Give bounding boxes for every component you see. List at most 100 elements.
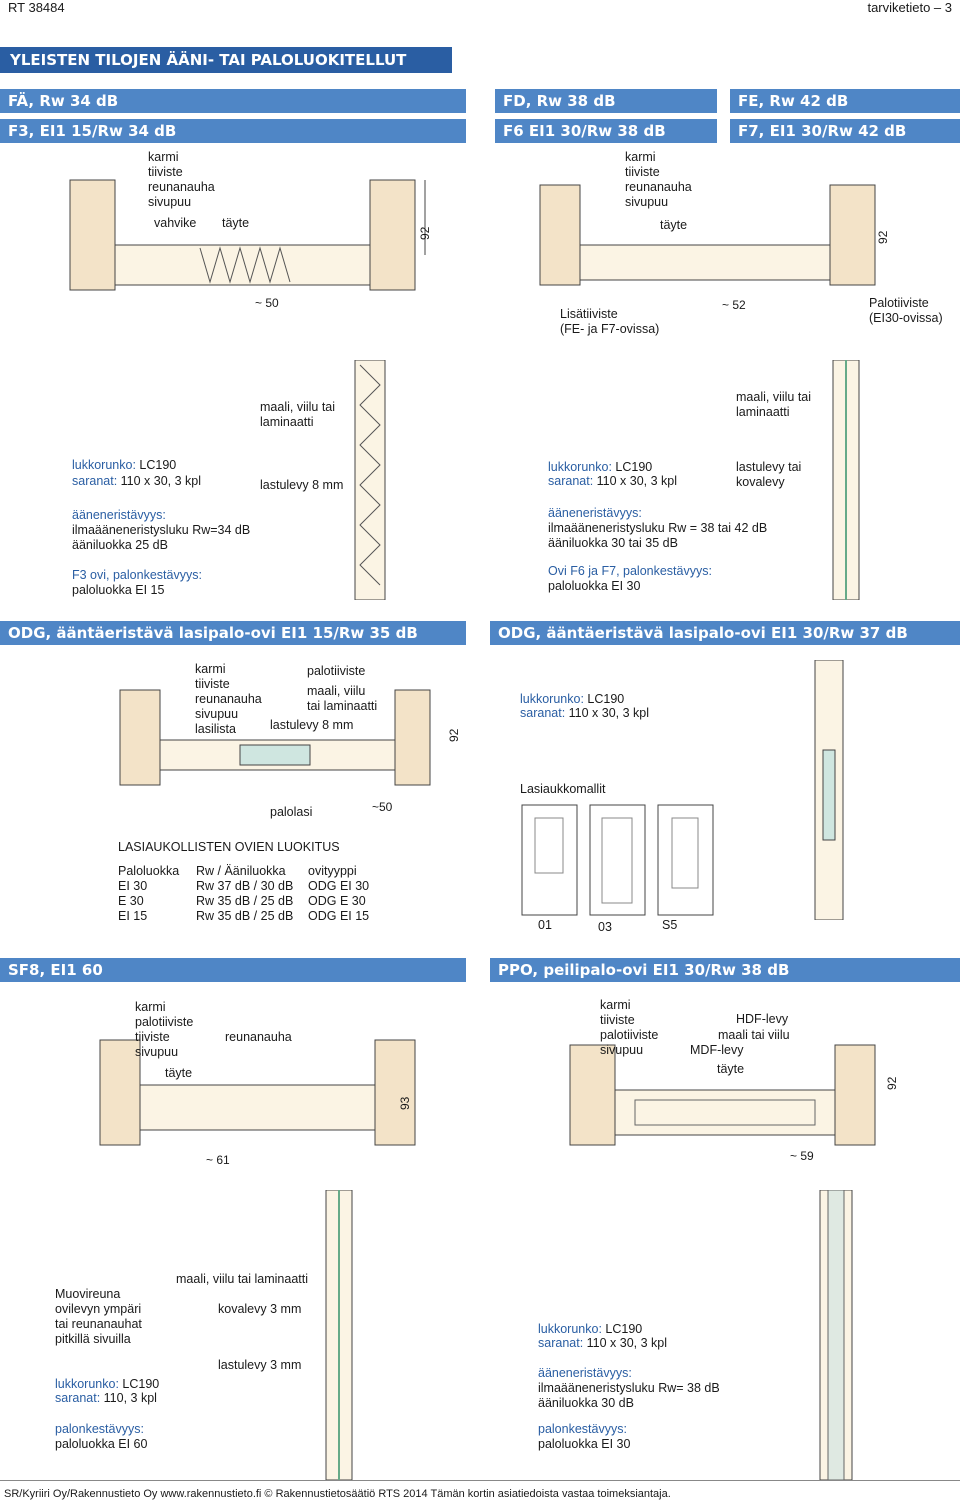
- fa-finish: maali, viilu tai laminaatti: [260, 400, 336, 429]
- doc-category: tarviketieto – 3: [867, 0, 952, 15]
- fe-sound-label: ääneneristävyys:: [548, 506, 642, 520]
- section-fa-title2: F3, EI1 15/Rw 34 dB: [0, 119, 466, 143]
- ppo-dim-59: ~ 59: [790, 1149, 814, 1163]
- fa-lastulevy: lastulevy 8 mm: [260, 478, 344, 492]
- fa-fire: paloluokka EI 15: [72, 583, 165, 597]
- odg2-vertical-section: [814, 660, 844, 920]
- sf8-lock: LC190: [122, 1377, 160, 1391]
- odg1-door-section-drawing: [119, 689, 431, 786]
- odg1-head-1: Rw / Ääniluokka: [196, 864, 286, 878]
- sf8-reunanauha: reunanauha: [225, 1030, 292, 1044]
- ppo-door-section-drawing: [569, 1044, 876, 1146]
- sf8-finish: maali, viilu tai laminaatti: [176, 1272, 308, 1286]
- ppo-dim-92: 92: [885, 1076, 899, 1090]
- section-ppo-title: PPO, peilipalo-ovi EI1 30/Rw 38 dB: [490, 958, 960, 982]
- odg1-dim-50: ~50: [372, 800, 393, 814]
- sf8-door-section-drawing: [99, 1039, 416, 1146]
- ppo-mdf: MDF-levy: [690, 1043, 744, 1057]
- odg1-row-0-2: ODG EI 30: [308, 879, 370, 893]
- section-sf8-title: SF8, EI1 60: [0, 958, 466, 982]
- odg2-hinge-label: saranat:: [520, 706, 566, 720]
- fd-door-section-drawing: [539, 184, 876, 286]
- fe-palotiiviste: Palotiiviste (EI30-ovissa): [869, 296, 943, 325]
- ppo-finish: maali tai viilu: [718, 1028, 790, 1042]
- odg1-row-1-2: ODG E 30: [308, 894, 366, 908]
- fa-vertical-section: [354, 360, 386, 600]
- fe-dim-92: 92: [876, 230, 890, 244]
- ppo-hdf: HDF-levy: [736, 1012, 789, 1026]
- fe-hinge-label: saranat:: [548, 474, 594, 488]
- fa-tayte: täyte: [222, 216, 250, 230]
- fe-finish: maali, viilu tai laminaatti: [736, 390, 812, 419]
- ppo-fire: paloluokka EI 30: [538, 1437, 631, 1451]
- ppo-fire-label: palonkestävyys:: [538, 1422, 627, 1436]
- fa-labels: karmi tiiviste reunanauha sivupuu: [148, 150, 215, 209]
- section-fd-title2: F6 EI1 30/Rw 38 dB: [495, 119, 717, 143]
- sf8-dim-61: ~ 61: [206, 1153, 230, 1167]
- fd-extra-seal: Lisätiiviste (FE- ja F7-ovissa): [560, 307, 660, 336]
- odg1-labels: karmi tiiviste reunanauha sivupuu lasili…: [195, 662, 262, 736]
- fe-lock: LC190: [615, 460, 653, 474]
- odg2-lock-label: lukkorunko:: [520, 692, 584, 706]
- fa-dim-50: ~ 50: [255, 296, 279, 310]
- odg1-row-2-2: ODG EI 15: [308, 909, 370, 923]
- fa-vahvike: vahvike: [154, 216, 197, 230]
- ppo-tayte: täyte: [717, 1062, 745, 1076]
- fe-sound: ilmaääneneristysluku Rw = 38 tai 42 dB ä…: [548, 521, 768, 550]
- sf8-kovalevy: kovalevy 3 mm: [218, 1302, 302, 1316]
- odg1-head-2: ovityyppi: [308, 864, 357, 878]
- odg1-palolasi: palolasi: [270, 805, 313, 819]
- ppo-lock: LC190: [605, 1322, 643, 1336]
- fe-lock-label: lukkorunko:: [548, 460, 612, 474]
- odg2-glass-models: [521, 804, 714, 916]
- ppo-vertical-section: [819, 1190, 853, 1480]
- fa-hinge: 110 x 30, 3 kpl: [120, 474, 202, 488]
- fa-sound: ilmaääneneristysluku Rw=34 dB ääniluokka…: [72, 523, 251, 552]
- odg2-model-03: 03: [598, 920, 612, 934]
- section-fa-title1: FÄ, Rw 34 dB: [0, 89, 466, 113]
- doc-code: RT 38484: [8, 0, 65, 15]
- odg2-model-s5: S5: [662, 918, 678, 932]
- odg2-model-01: 01: [538, 918, 552, 932]
- sf8-fire-label: palonkestävyys:: [55, 1422, 144, 1436]
- section-fd-title1: FD, Rw 38 dB: [495, 89, 717, 113]
- main-title: YLEISTEN TILOJEN ÄÄNI- TAI PALOLUOKITELL…: [0, 47, 452, 95]
- odg1-row-2-0: EI 15: [118, 909, 148, 923]
- odg2-models-title: Lasiaukkomallit: [520, 782, 606, 796]
- fe-vertical-section: [832, 360, 860, 600]
- sf8-vertical-section: [325, 1190, 353, 1480]
- sf8-labels: karmi palotiiviste tiiviste sivupuu: [135, 1000, 194, 1059]
- fa-hinge-label: saranat:: [72, 474, 118, 488]
- footer-rule: [0, 1480, 960, 1481]
- fa-sound-label: ääneneristävyys:: [72, 508, 166, 522]
- fe-dim-52: ~ 52: [722, 298, 746, 312]
- sf8-fire: paloluokka EI 60: [55, 1437, 148, 1451]
- sf8-hinge-label: saranat:: [55, 1391, 101, 1405]
- fe-fire-label: Ovi F6 ja F7, palonkestävyys:: [548, 564, 712, 578]
- sf8-lastulevy: lastulevy 3 mm: [218, 1358, 302, 1372]
- fd-tayte: täyte: [660, 218, 688, 232]
- odg2-lock: LC190: [587, 692, 625, 706]
- fa-fire-label: F3 ovi, palonkestävyys:: [72, 568, 202, 582]
- ppo-sound-label: ääneneristävyys:: [538, 1366, 632, 1380]
- section-fe-title2: F7, EI1 30/Rw 42 dB: [730, 119, 960, 143]
- ppo-labels: karmi tiiviste palotiiviste sivupuu: [600, 998, 659, 1057]
- odg1-dim-92: 92: [447, 728, 461, 742]
- ppo-lock-label: lukkorunko:: [538, 1322, 602, 1336]
- fd-labels: karmi tiiviste reunanauha sivupuu: [625, 150, 692, 209]
- fa-dim-92: 92: [418, 226, 432, 240]
- sf8-tayte: täyte: [165, 1066, 193, 1080]
- fe-lastulevy: lastulevy tai kovalevy: [736, 460, 802, 489]
- sf8-hinge: 110, 3 kpl: [103, 1391, 157, 1405]
- section-odg2-title: ODG, ääntäeristävä lasipalo-ovi EI1 30/R…: [490, 621, 960, 645]
- odg1-row-2-1: Rw 35 dB / 25 dB: [196, 909, 294, 923]
- sf8-dim-93: 93: [398, 1096, 412, 1110]
- odg1-class-title: LASIAUKOLLISTEN OVIEN LUOKITUS: [118, 840, 340, 854]
- odg1-head-0: Paloluokka: [118, 864, 180, 878]
- fa-lock-label: lukkorunko:: [72, 458, 136, 472]
- ppo-sound: ilmaääneneristysluku Rw= 38 dB ääniluokk…: [538, 1381, 720, 1410]
- odg1-lastulevy: lastulevy 8 mm: [270, 718, 354, 732]
- odg1-row-1-1: Rw 35 dB / 25 dB: [196, 894, 294, 908]
- fe-hinge: 110 x 30, 3 kpl: [596, 474, 678, 488]
- odg1-row-1-0: E 30: [118, 894, 144, 908]
